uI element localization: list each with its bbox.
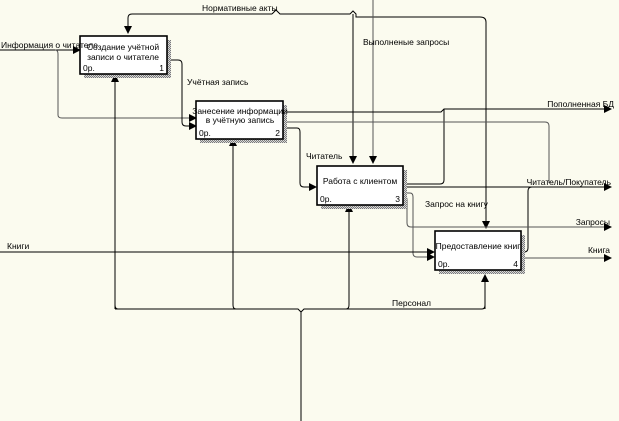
arrow-personnel-to-box2[interactable] bbox=[229, 138, 237, 310]
activity-box-3[interactable]: Работа с клиентом 0р. 3 bbox=[316, 165, 407, 209]
activity-box-1[interactable]: Создание учётной записи о читателе 0р. 1 bbox=[79, 35, 171, 78]
label-completed-requests: Выполненые запросы bbox=[363, 37, 449, 47]
activity-box-2-title-line1: Занесение информации bbox=[192, 106, 288, 116]
activity-box-3-frame bbox=[316, 165, 404, 206]
arrow-box2-output-2 bbox=[287, 121, 550, 183]
label-reader: Читатель bbox=[306, 151, 343, 161]
arrow-reader-buyer-loop bbox=[522, 186, 533, 253]
arrow-reader[interactable] bbox=[287, 127, 317, 191]
activity-box-3-cost: 0р. bbox=[320, 194, 332, 204]
activity-box-4-cost: 0р. bbox=[438, 259, 450, 269]
label-requests: Запросы bbox=[576, 217, 610, 227]
label-updated-db: Пополненная БД bbox=[547, 99, 614, 109]
activity-box-4-title: Предоставление книг bbox=[436, 241, 521, 251]
arrow-normative-acts-to-box1[interactable] bbox=[124, 13, 272, 34]
activity-box-2-number: 2 bbox=[275, 128, 280, 138]
label-info-reader: Информация о читателе bbox=[1, 40, 98, 50]
activity-box-1-frame bbox=[79, 35, 168, 75]
arrow-personnel-to-box3[interactable] bbox=[345, 204, 353, 310]
activity-box-2-cost: 0р. bbox=[199, 128, 211, 138]
activity-box-1-title-line1: Создание учётной bbox=[87, 42, 159, 52]
label-reader-buyer: Читатель/Покупатель bbox=[527, 177, 612, 187]
arrow-book-request[interactable] bbox=[403, 192, 435, 261]
activity-box-2-title-line2: в учётную запись bbox=[206, 115, 275, 125]
label-book-request: Запрос на книгу bbox=[425, 199, 489, 209]
activity-box-1-number: 1 bbox=[159, 63, 164, 73]
arrow-updated-db-branch bbox=[403, 109, 445, 185]
activity-box-2-frame bbox=[195, 100, 284, 140]
activity-box-1-cost: 0р. bbox=[83, 63, 95, 73]
arrow-account-record[interactable] bbox=[167, 59, 197, 130]
label-personnel: Персонал bbox=[392, 298, 431, 308]
arrow-info-reader-to-box2[interactable] bbox=[54, 49, 197, 122]
label-normative-acts: Нормативные акты bbox=[202, 3, 278, 13]
arrow-normative-acts-bump bbox=[271, 9, 490, 229]
arrow-updated-db[interactable] bbox=[287, 105, 612, 113]
label-account-record: Учётная запись bbox=[187, 77, 249, 87]
activity-box-4-number: 4 bbox=[513, 259, 518, 269]
activity-box-4[interactable]: Предоставление книг 0р. 4 bbox=[434, 230, 525, 274]
arrow-labels: Информация о читателе Нормативные акты В… bbox=[1, 3, 614, 308]
activity-box-3-number: 3 bbox=[395, 194, 400, 204]
activity-box-4-frame bbox=[434, 230, 522, 271]
activity-box-1-title-line2: записи о читателе bbox=[87, 52, 159, 62]
activity-box-3-title: Работа с клиентом bbox=[323, 176, 397, 186]
activity-box-2[interactable]: Занесение информации в учётную запись 0р… bbox=[192, 100, 288, 143]
label-books-in: Книги bbox=[7, 241, 29, 251]
label-book-out: Книга bbox=[588, 245, 610, 255]
